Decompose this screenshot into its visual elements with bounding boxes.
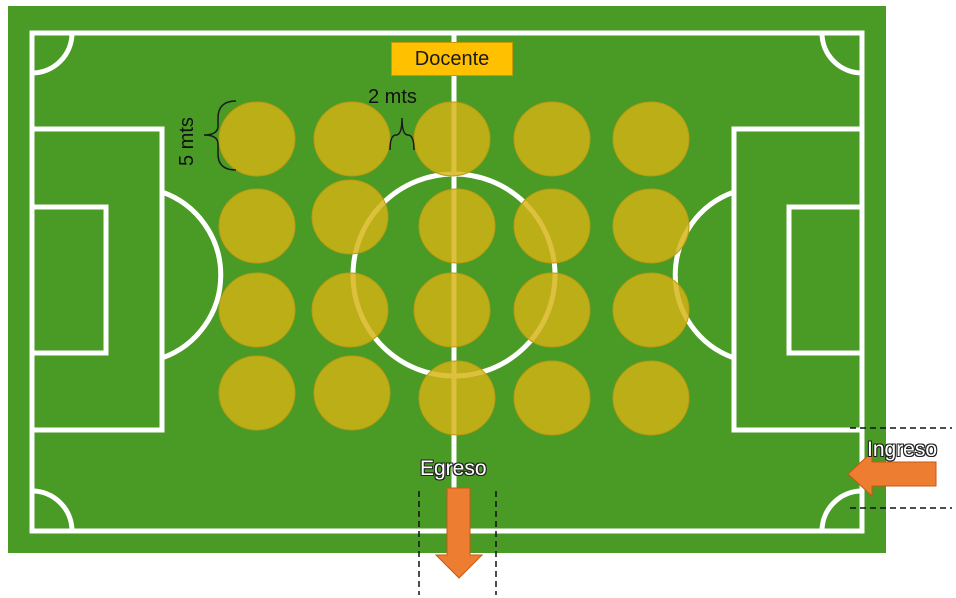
horizontal-spacing-label: 2 mts (368, 86, 417, 109)
student-circle (419, 189, 495, 263)
student-circle (419, 361, 495, 435)
student-circle (514, 102, 590, 176)
student-circle (219, 189, 295, 263)
student-circle (414, 273, 490, 347)
student-circle (219, 273, 295, 347)
exit-label: Egreso (420, 457, 487, 481)
student-circle (219, 356, 295, 430)
student-circle (613, 273, 689, 347)
student-circle (312, 180, 388, 254)
student-circle (613, 189, 689, 263)
teacher-label: Docente (391, 42, 513, 76)
student-circle (613, 361, 689, 435)
student-circle (514, 189, 590, 263)
vertical-spacing-label: 5 mts (176, 117, 199, 166)
student-circle (514, 273, 590, 347)
student-circle (312, 273, 388, 347)
teacher-label-text: Docente (415, 48, 490, 71)
student-circle (314, 356, 390, 430)
student-circle (613, 102, 689, 176)
student-circle (514, 361, 590, 435)
entry-label: Ingreso (867, 438, 937, 462)
student-circle (219, 102, 295, 176)
student-circle (414, 102, 490, 176)
student-circle (314, 102, 390, 176)
